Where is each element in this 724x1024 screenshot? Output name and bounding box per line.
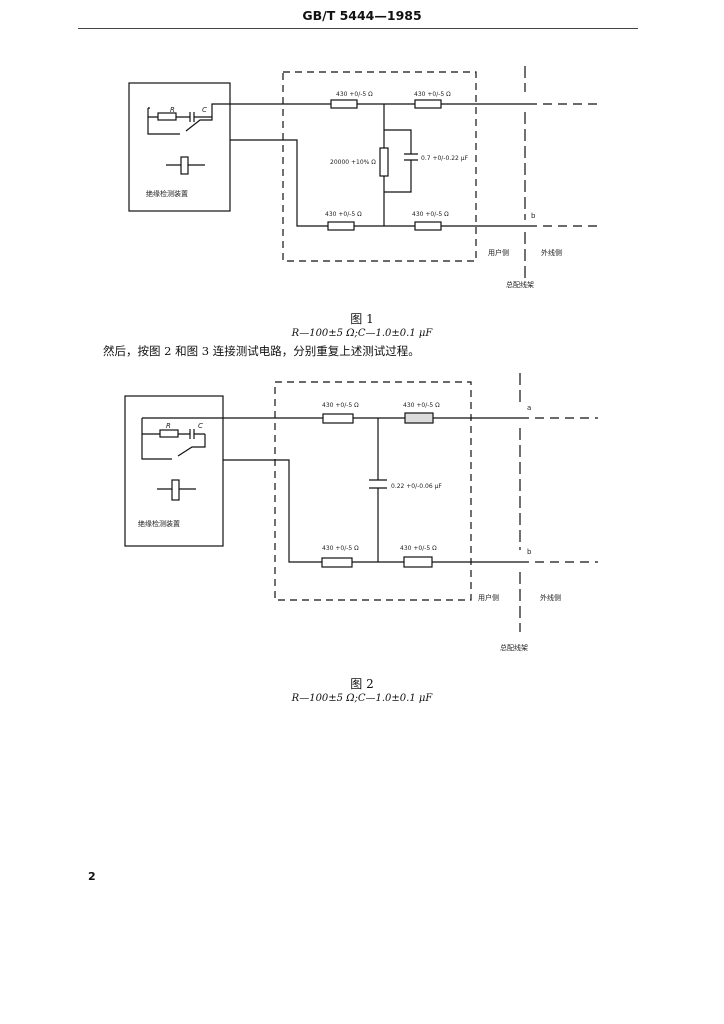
fig1-label-r-vertical: 20000 +10% Ω xyxy=(330,159,376,166)
fig1-r-bottom-right xyxy=(414,221,442,231)
fig1-r-top-left xyxy=(330,99,358,109)
fig1-label-b: b xyxy=(531,212,536,220)
fig2-label-R: R xyxy=(166,422,171,430)
fig2-dashed-enclosure xyxy=(274,381,472,601)
fig1-capacitor xyxy=(404,153,418,161)
fig1-label-r-top-left: 430 +0/-5 Ω xyxy=(336,91,373,98)
device-box xyxy=(128,82,231,212)
fig1-label-boundary: 总配线架 xyxy=(506,280,534,289)
figure-2-circuit: 430 +0/-5 Ω 430 +0/-5 Ω 430 +0/-5 Ω 430 … xyxy=(124,373,598,652)
figure-2-params: R—100±5 Ω;C—1.0±0.1 μF xyxy=(291,693,433,704)
fig1-r-top-right xyxy=(414,99,442,109)
figure-1-caption: 图 1 xyxy=(350,312,374,326)
fig2-label-a: a xyxy=(527,404,531,412)
fig1-label-left-side: 用户侧 xyxy=(488,248,509,257)
fig1-label-C: C xyxy=(202,106,207,114)
fig1-label-device: 绝缘检测装置 xyxy=(146,189,188,198)
fig2-label-r-top-right: 430 +0/-5 Ω xyxy=(403,402,440,409)
fig1-label-r-bottom-right: 430 +0/-5 Ω xyxy=(412,211,449,218)
page-number: 2 xyxy=(88,870,96,883)
fig2-relay-symbol xyxy=(171,479,180,501)
fig2-label-device: 绝缘检测装置 xyxy=(138,519,180,528)
fig2-label-right-side: 外线侧 xyxy=(540,593,561,602)
fig2-r-bottom-left xyxy=(321,557,353,568)
fig2-label-r-bottom-left: 430 +0/-5 Ω xyxy=(322,545,359,552)
fig2-device-box xyxy=(124,395,224,547)
fig1-label-R: R xyxy=(170,106,175,114)
body-paragraph: 然后，按图 2 和图 3 连接测试电路，分别重复上述测试过程。 xyxy=(103,344,420,358)
fig2-capacitor-C-symbol xyxy=(189,429,195,439)
capacitor-C-symbol xyxy=(189,112,195,122)
figure-1-params: R—100±5 Ω;C—1.0±0.1 μF xyxy=(291,328,433,339)
fig2-label-boundary: 总配线架 xyxy=(500,643,528,652)
fig1-label-cap: 0.7 +0/-0.22 μF xyxy=(421,155,469,162)
fig2-r-top-right xyxy=(404,412,434,424)
fig2-label-r-top-left: 430 +0/-5 Ω xyxy=(322,402,359,409)
fig2-label-b: b xyxy=(527,548,532,556)
header-rule xyxy=(78,28,638,29)
fig2-resistor-R-symbol xyxy=(159,429,179,438)
fig2-r-bottom-right xyxy=(403,556,433,568)
fig2-capacitor xyxy=(369,479,387,489)
fig1-r-vertical xyxy=(379,147,389,177)
fig2-label-left-side: 用户侧 xyxy=(478,593,499,602)
figure-1-circuit: 430 +0/-5 Ω 430 +0/-5 Ω 430 +0/-5 Ω 430 … xyxy=(128,66,598,289)
figure-2-caption: 图 2 xyxy=(350,677,374,691)
fig1-label-r-bottom-left: 430 +0/-5 Ω xyxy=(325,211,362,218)
fig1-label-right-side: 外线侧 xyxy=(541,248,562,257)
fig1-dashed-enclosure xyxy=(282,71,477,262)
fig2-label-C: C xyxy=(198,422,203,430)
fig2-r-top-left xyxy=(322,413,354,424)
fig2-label-r-bottom-right: 430 +0/-5 Ω xyxy=(400,545,437,552)
fig1-label-r-top-right: 430 +0/-5 Ω xyxy=(414,91,451,98)
page-header-title: GB/T 5444—1985 xyxy=(302,8,422,23)
fig2-label-cap: 0.22 +0/-0.06 μF xyxy=(391,483,442,490)
fig1-r-bottom-left xyxy=(327,221,355,231)
